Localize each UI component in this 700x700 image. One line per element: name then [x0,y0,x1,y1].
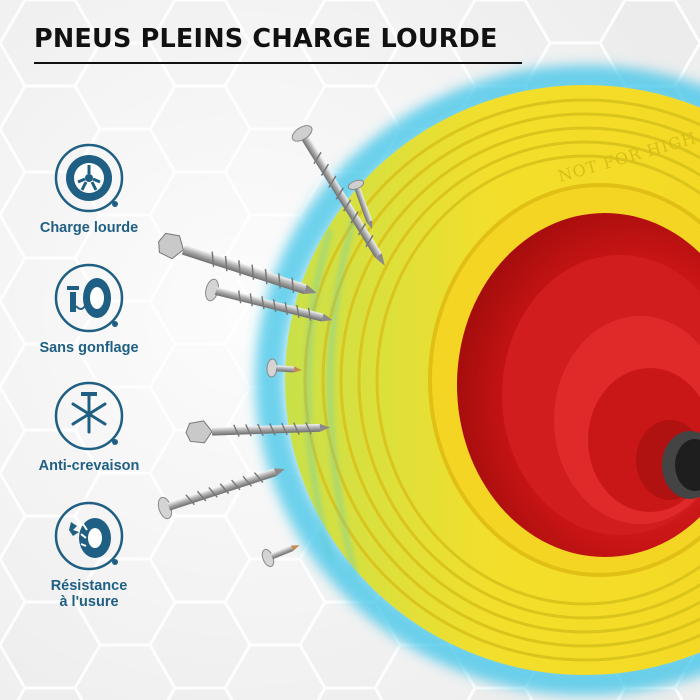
feature-wear-resistance: Résistance à l'usure [24,500,154,610]
tire-icon [54,143,124,213]
feature-label: Sans gonflage [39,340,139,356]
tire-glow [255,65,700,695]
screw [158,232,317,295]
screw [157,468,285,520]
screw [205,278,333,322]
title-underline [34,62,522,64]
pump-tire-icon [54,263,124,333]
title-block: PNEUS PLEINS CHARGE LOURDE [34,24,522,64]
page-title: PNEUS PLEINS CHARGE LOURDE [34,24,498,54]
feature-no-inflation: Sans gonflage [24,262,154,356]
feature-puncture-proof: Anti-crevaison [24,380,154,474]
screws [157,125,385,568]
screw [347,179,373,229]
feature-label: Résistance à l'usure [50,578,128,610]
worn-tire-icon [54,501,124,571]
wheel-rim [457,213,700,557]
nail-burst-icon [54,381,124,451]
feature-label: Anti-crevaison [38,458,140,474]
screw [261,545,300,568]
feature-heavy-load: Charge lourde [24,142,154,236]
screw [185,420,330,444]
feature-label: Charge lourde [39,220,139,236]
screw [266,358,302,378]
screw [291,125,385,266]
